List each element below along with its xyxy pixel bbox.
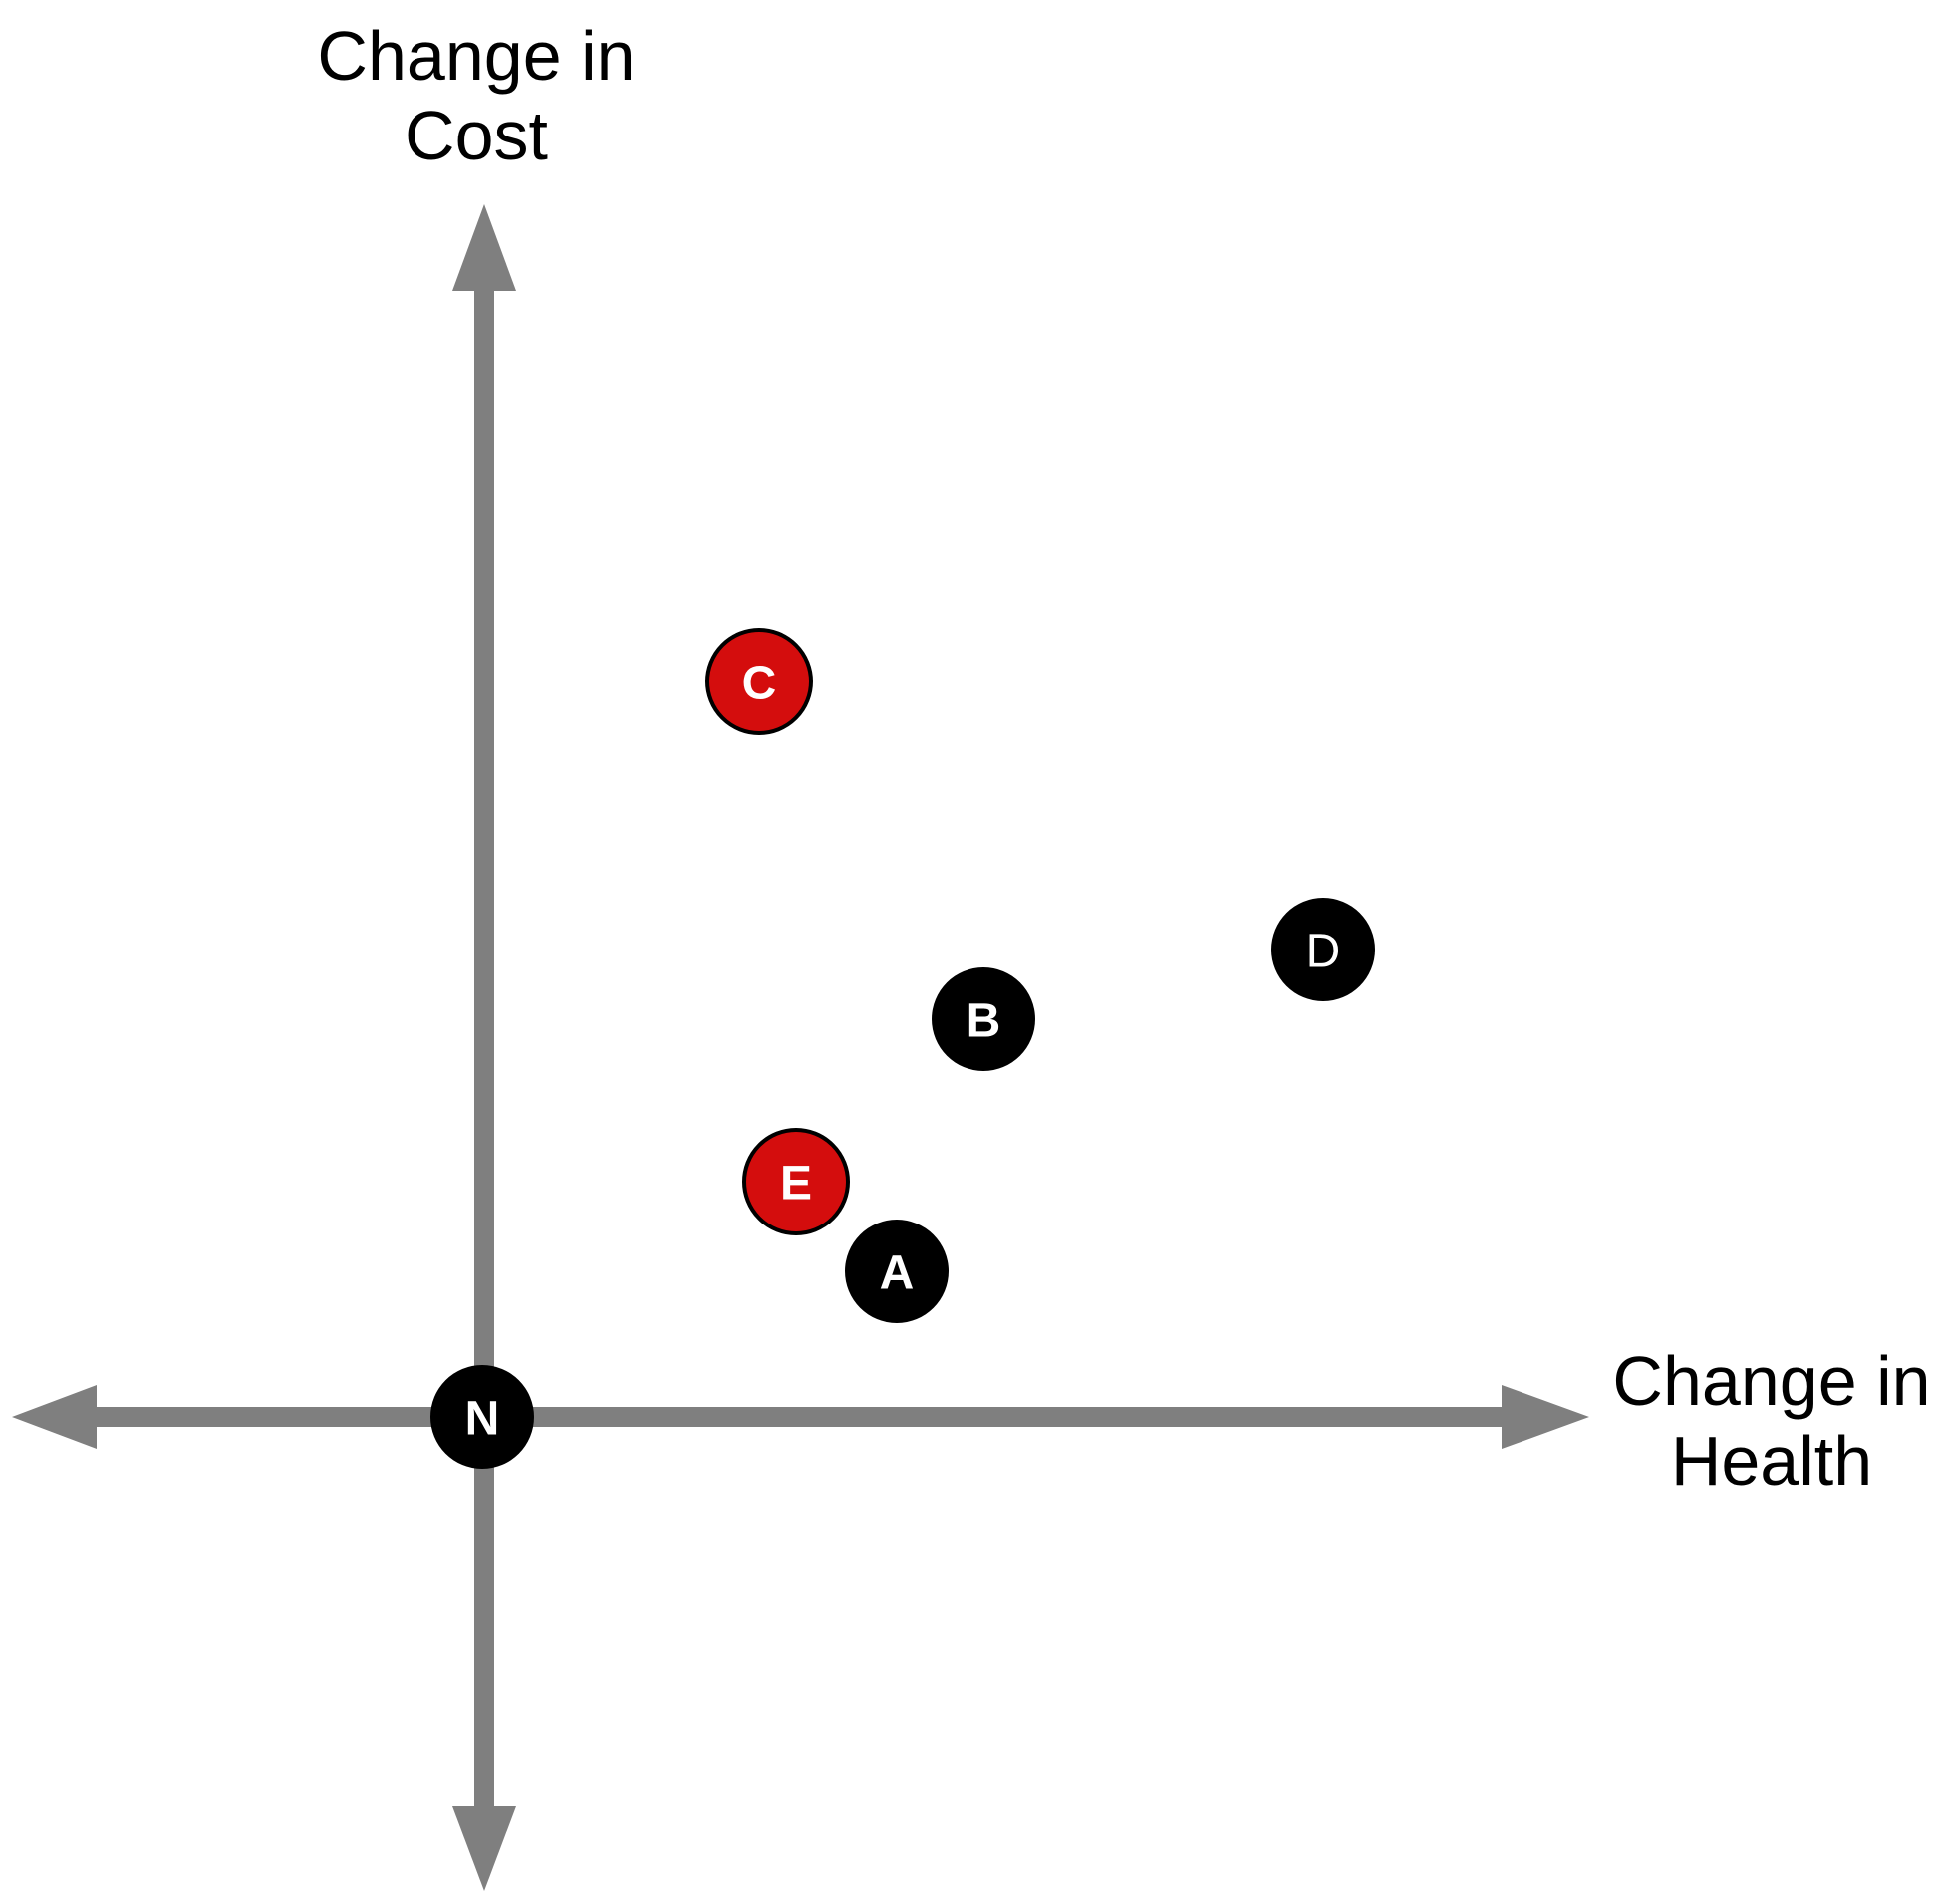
- y-axis-title-line1: Change in: [317, 17, 635, 95]
- point-circle: [705, 628, 813, 735]
- x-axis-shaft: [92, 1407, 1507, 1427]
- point-circle: [430, 1365, 534, 1469]
- point-circle: [932, 967, 1035, 1071]
- y-axis-title-line2: Cost: [405, 97, 548, 174]
- points-layer: C D B E A N: [430, 628, 1375, 1469]
- y-axis-down-arrowhead-icon: [452, 1806, 516, 1891]
- x-axis-title: Change in Health: [1612, 1342, 1930, 1499]
- point-label: C: [742, 658, 777, 710]
- point-label: B: [967, 995, 1001, 1048]
- y-axis: [452, 204, 516, 1891]
- x-axis-left-arrowhead-icon: [12, 1385, 97, 1449]
- x-axis: [12, 1385, 1589, 1449]
- point-label: N: [465, 1393, 500, 1446]
- point-label: E: [780, 1158, 812, 1211]
- data-point-E: E: [742, 1128, 850, 1235]
- data-point-B: B: [932, 967, 1035, 1071]
- data-point-D: D: [1271, 898, 1375, 1001]
- point-circle: [845, 1220, 949, 1323]
- point-circle: [742, 1128, 850, 1235]
- data-point-C: C: [705, 628, 813, 735]
- point-label: A: [880, 1247, 915, 1300]
- y-axis-up-arrowhead-icon: [452, 204, 516, 291]
- data-point-N: N: [430, 1365, 534, 1469]
- x-axis-title-line1: Change in: [1612, 1342, 1930, 1420]
- x-axis-right-arrowhead-icon: [1502, 1385, 1589, 1449]
- y-axis-shaft: [474, 279, 494, 1813]
- y-axis-title: Change in Cost: [317, 17, 635, 174]
- x-axis-title-line2: Health: [1671, 1422, 1872, 1499]
- point-label: D: [1306, 926, 1341, 978]
- point-circle: [1271, 898, 1375, 1001]
- data-point-A: A: [845, 1220, 949, 1323]
